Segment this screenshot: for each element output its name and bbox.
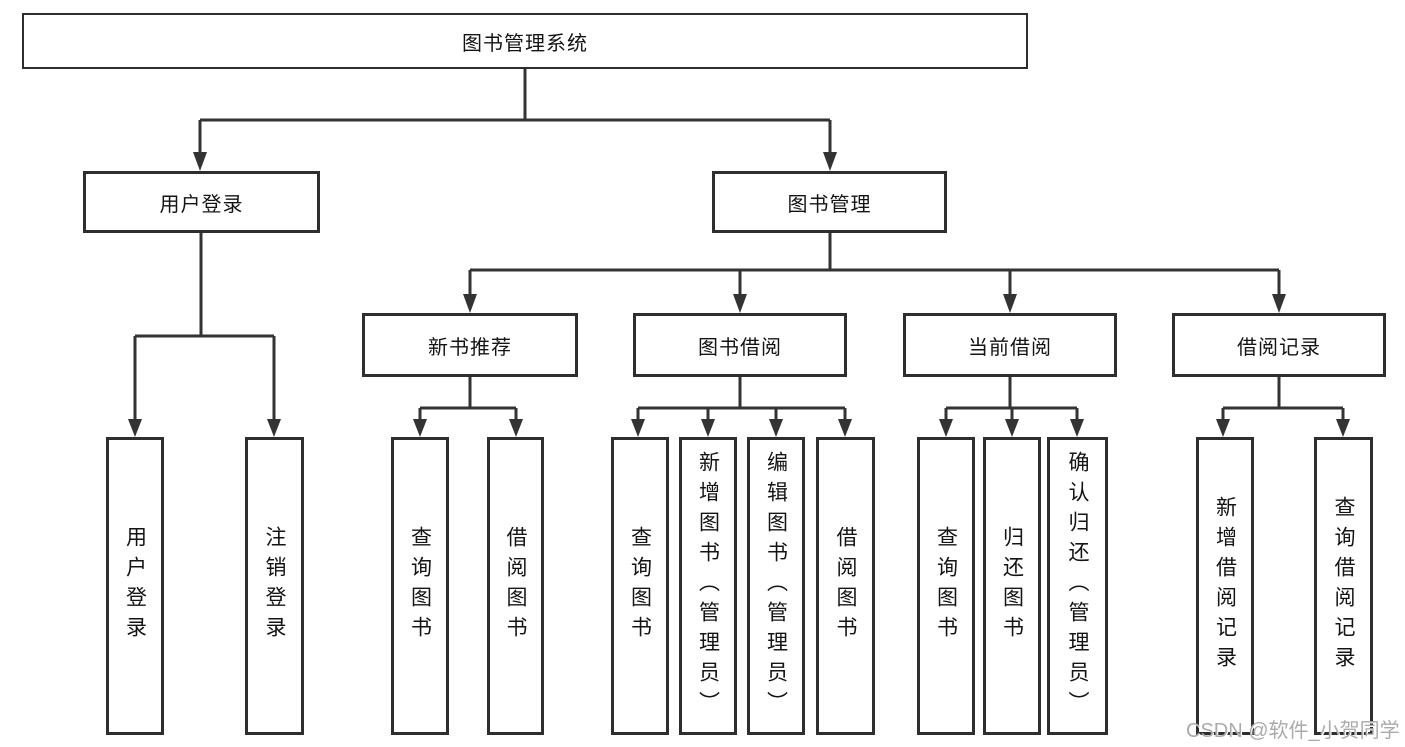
arrowhead xyxy=(1005,419,1019,437)
arrowhead xyxy=(1336,419,1350,437)
leaf-query-books-current: 查询图书 xyxy=(917,437,975,735)
arrowhead xyxy=(1003,294,1017,313)
leaf-query-borrow-record: 查询借阅记录 xyxy=(1314,437,1373,735)
leaf-logout-login: 注销登录 xyxy=(245,437,304,735)
node-new-book-recommend-label: 新书推荐 xyxy=(428,336,512,359)
node-book-management-label: 图书管理 xyxy=(787,193,872,216)
arrowhead xyxy=(463,294,477,313)
csdn-watermark: CSDN @软件_小贺同学 xyxy=(1186,720,1400,742)
leaf-borrow-books: 借阅图书 xyxy=(816,437,875,735)
node-book-management: 图书管理 xyxy=(712,171,947,233)
node-borrow-record: 借阅记录 xyxy=(1172,313,1386,377)
arrowhead xyxy=(769,419,783,437)
arrowhead xyxy=(128,419,142,437)
node-current-borrow-label: 当前借阅 xyxy=(968,336,1052,359)
node-root-label: 图书管理系统 xyxy=(462,32,588,55)
leaf-edit-books-admin: 编辑图书（管理员） xyxy=(747,437,805,735)
leaf-user-login: 用户登录 xyxy=(106,437,164,735)
arrowhead xyxy=(267,419,281,437)
leaf-add-books-admin: 新增图书（管理员） xyxy=(679,437,737,735)
arrowhead xyxy=(823,152,837,171)
node-root: 图书管理系统 xyxy=(22,13,1028,69)
node-book-borrow-label: 图书借阅 xyxy=(698,336,782,359)
arrowhead xyxy=(193,152,207,171)
arrowhead xyxy=(733,294,747,313)
node-borrow-record-label: 借阅记录 xyxy=(1237,336,1321,359)
arrowhead xyxy=(838,419,852,437)
arrowhead xyxy=(1272,294,1286,313)
arrowhead xyxy=(1070,419,1084,437)
arrowhead xyxy=(701,419,715,437)
node-book-borrow: 图书借阅 xyxy=(633,313,847,377)
node-user-login-label: 用户登录 xyxy=(159,193,244,216)
arrowhead xyxy=(939,419,953,437)
node-user-login: 用户登录 xyxy=(83,171,320,233)
leaf-confirm-return-admin: 确认归还（管理员） xyxy=(1047,437,1108,735)
leaf-add-borrow-record: 新增借阅记录 xyxy=(1196,437,1254,735)
arrowhead xyxy=(631,419,645,437)
arrowhead xyxy=(1216,419,1230,437)
leaf-return-books: 归还图书 xyxy=(983,437,1041,735)
leaf-borrow-books-recommend: 借阅图书 xyxy=(487,437,544,735)
arrowhead xyxy=(509,419,523,437)
node-new-book-recommend: 新书推荐 xyxy=(362,313,578,377)
leaf-query-books-recommend: 查询图书 xyxy=(391,437,449,735)
node-current-borrow: 当前借阅 xyxy=(903,313,1117,377)
arrowhead xyxy=(413,419,427,437)
leaf-query-books-borrow: 查询图书 xyxy=(611,437,669,735)
